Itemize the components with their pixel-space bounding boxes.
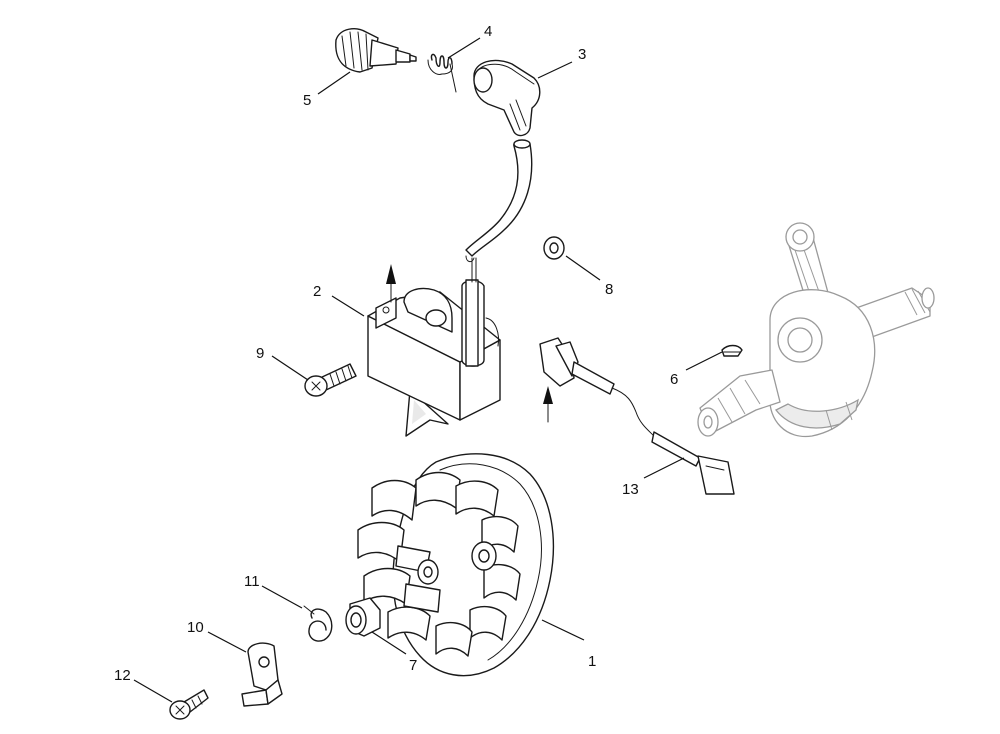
callout-11: 11 (244, 573, 260, 590)
flywheel (357, 453, 555, 677)
assembly-arrow-wire (543, 386, 553, 423)
callout-13: 13 (622, 481, 639, 498)
callout-9: 9 (256, 345, 264, 362)
terminal-spring (427, 53, 457, 93)
callout-2: 2 (313, 283, 321, 300)
callout-3: 3 (578, 46, 586, 63)
spark-plug-cap (473, 59, 541, 137)
crankshaft (697, 222, 935, 438)
callout-12: 12 (114, 667, 131, 684)
flywheel-nut (345, 597, 381, 637)
spring-clip (303, 605, 333, 642)
ignition-coil (367, 279, 501, 437)
callout-5: 5 (303, 92, 311, 109)
callout-1: 1 (588, 653, 596, 670)
callout-10: 10 (187, 619, 204, 636)
stop-bracket (241, 642, 283, 707)
bracket-screw (169, 689, 209, 720)
spark-plug (335, 28, 417, 73)
washer (543, 236, 565, 260)
leader-lines (133, 37, 723, 703)
woodruff-key (721, 344, 743, 357)
short-circuit-wire (539, 337, 735, 495)
coil-screw (304, 363, 357, 397)
callout-7: 7 (409, 657, 417, 674)
callout-labels: 1 2 3 4 5 6 7 8 9 10 11 12 13 (114, 23, 678, 684)
assembly-arrow-coil (386, 264, 396, 303)
callout-4: 4 (484, 23, 492, 40)
callout-8: 8 (605, 281, 613, 298)
callout-6: 6 (670, 371, 678, 388)
ignition-cable (465, 139, 533, 263)
